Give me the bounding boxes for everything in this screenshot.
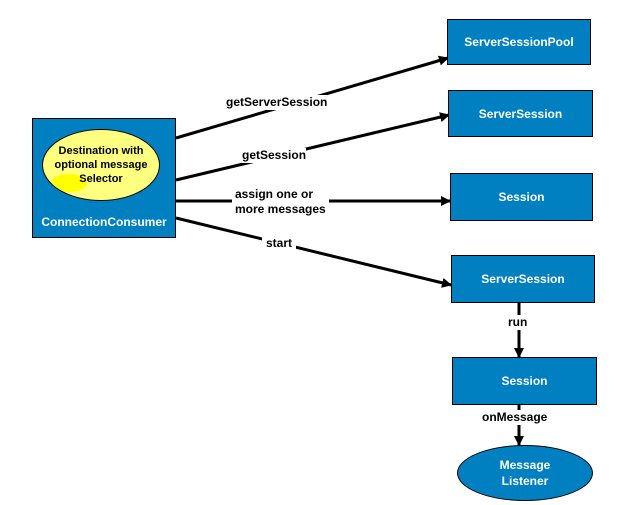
label-start: start — [262, 236, 297, 251]
connection-consumer-label: ConnectionConsumer — [41, 215, 167, 229]
listener-line-2: Listener — [501, 474, 549, 488]
server-session-box-2[interactable]: ServerSession — [451, 255, 595, 303]
edge-getsession — [175, 112, 450, 182]
destination-ellipse: Destination with optional message Select… — [42, 129, 160, 201]
server-session-label-1: ServerSession — [478, 106, 563, 121]
label-assign-line-2: more messages — [235, 202, 326, 216]
message-listener-oval[interactable]: Message Listener — [457, 445, 593, 501]
server-session-label-2: ServerSession — [481, 272, 565, 286]
server-session-pool-box[interactable]: ServerSessionPool — [447, 19, 591, 65]
label-run: run — [508, 315, 528, 330]
label-getserversession: getServerSession — [226, 95, 328, 110]
label-assign: assign one or more messages — [232, 187, 329, 217]
connection-consumer-box[interactable]: Destination with optional message Select… — [32, 118, 176, 238]
server-session-box-1[interactable]: ServerSession — [448, 90, 593, 137]
session-label-1: Session — [498, 190, 545, 204]
destination-line-3: Selector — [79, 173, 123, 185]
selector-highlight — [51, 174, 87, 192]
label-onmessage: onMessage — [482, 410, 548, 425]
edge-start — [175, 216, 452, 288]
session-box-1[interactable]: Session — [450, 173, 593, 221]
destination-line-2: optional message — [54, 159, 148, 171]
listener-line-1: Message — [499, 458, 551, 472]
label-assign-line-1: assign one or — [235, 187, 314, 201]
session-label-2: Session — [501, 374, 548, 388]
server-session-pool-label: ServerSessionPool — [464, 35, 574, 49]
session-box-2[interactable]: Session — [452, 357, 597, 405]
label-getsession: getSession — [242, 148, 307, 163]
destination-line-1: Destination with — [58, 145, 144, 157]
